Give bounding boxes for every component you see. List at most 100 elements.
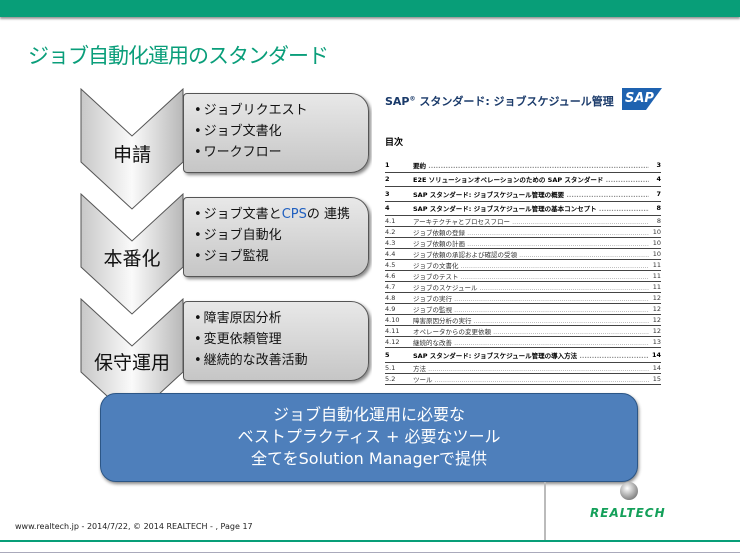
toc-number: 4.12	[385, 338, 400, 346]
toc-text: E2E ソリューションオペレーションのための SAP スタンダード	[413, 174, 649, 184]
summary-line: ジョブ自動化運用に必要な	[272, 405, 465, 424]
toc-number: 4.5	[385, 261, 396, 269]
toc-number: 4.1	[385, 217, 396, 225]
realtech-logo-sphere-icon	[620, 482, 638, 500]
toc-row: 4.2ジョブ依頼の登録10	[385, 227, 661, 238]
list-item: 変更依頼管理	[194, 329, 368, 350]
toc-page: 12	[652, 294, 661, 302]
list-item: ジョブリクエスト	[194, 100, 368, 121]
toc-text: ジョブの文書化	[413, 260, 649, 270]
toc-row: 4.3 ジョブ依頼の計画10	[385, 238, 661, 249]
toc-page: 10	[652, 250, 661, 258]
toc-number: 4.7	[385, 283, 396, 291]
toc-text: 障害原因分析の実行	[413, 315, 649, 325]
toc-text: ジョブのテスト	[413, 271, 649, 281]
bottom-line	[0, 552, 740, 553]
toc-text: SAP スタンダード: ジョブスケジュール管理の導入方法	[413, 350, 649, 360]
stage-detail-production: ジョブ文書とCPSの 連携 ジョブ自動化 ジョブ監視	[183, 197, 369, 277]
toc-row: 4.6 ジョブのテスト11	[385, 271, 661, 282]
toc-row: 4.7 ジョブのスケジュール11	[385, 282, 661, 293]
toc-number: 4.11	[385, 327, 400, 335]
list-item: 障害原因分析	[194, 308, 368, 329]
toc-page: 12	[652, 316, 661, 324]
toc-text: 方法	[413, 363, 649, 373]
toc-number: 3	[385, 189, 390, 198]
toc-page: 15	[652, 374, 661, 383]
toc-page: 10	[652, 228, 661, 236]
toc-row: 1 要約 3	[385, 158, 661, 173]
stage-label-application: 申請	[112, 144, 151, 166]
toc-page: 13	[652, 338, 661, 346]
toc-row: 4.5 ジョブの文書化11	[385, 260, 661, 271]
toc-text: オペレータからの変更依頼	[413, 326, 649, 336]
footer-text: www.realtech.jp - 2014/7/22, © 2014 REAL…	[15, 522, 253, 531]
list-item: ジョブ文書とCPSの 連携	[194, 204, 368, 225]
toc-page: 14	[651, 350, 661, 359]
divider	[544, 482, 546, 540]
toc-number: 1	[385, 160, 390, 169]
toc-text: ツール	[413, 374, 649, 384]
toc-row: 5.1 方法14	[385, 363, 661, 374]
toc-text: ジョブ依頼の計画	[413, 238, 649, 248]
toc-row: 4.4ジョブ依頼の承認および確認の受領10	[385, 249, 661, 260]
toc-heading: 目次	[385, 138, 404, 148]
toc-row: 4.10 障害原因分析の実行12	[385, 315, 661, 326]
toc-number: 4.6	[385, 272, 396, 280]
toc-number: 4.9	[385, 305, 396, 313]
stage-detail-application: ジョブリクエスト ジョブ文書化 ワークフロー	[183, 93, 369, 173]
document-preview: SAP® スタンダード: ジョブスケジュール管理 SAP 目次 1要約32E2E…	[372, 85, 672, 385]
toc-text: ジョブの監視	[413, 304, 649, 314]
toc-number: 4.8	[385, 294, 396, 302]
toc-page: 3	[656, 160, 661, 169]
table-of-contents: 1 要約 3 2 E2E ソリューションオペレーションのための SAP スタンダード 4 3…	[385, 158, 661, 385]
doc-title-rest: スタンダード: ジョブスケジュール管理	[415, 95, 614, 108]
summary-box: ジョブ自動化運用に必要な ベストプラクティス + 必要なツール 全てをSolut…	[100, 393, 638, 482]
slide-title: ジョブ自動化運用のスタンダード	[28, 44, 329, 68]
toc-row: 4.9 ジョブの監視12	[385, 304, 661, 315]
toc-page: 7	[656, 189, 661, 198]
toc-page: 11	[652, 272, 661, 280]
footer-line	[0, 540, 740, 542]
toc-row: 3 SAP スタンダード: ジョブスケジュール管理の概要 7	[385, 187, 661, 202]
toc-number: 2	[385, 175, 390, 184]
toc-page: 12	[652, 327, 661, 335]
list-item: 継続的な改善活動	[194, 350, 368, 371]
toc-page: 14	[652, 363, 661, 372]
list-item: ワークフロー	[194, 142, 368, 163]
toc-number: 4	[385, 204, 390, 213]
toc-text: ジョブのスケジュール	[413, 282, 649, 292]
toc-row: 5.2ツール15	[385, 374, 661, 385]
item-text: の 連携	[306, 207, 350, 222]
toc-row: 4.11 オペレータからの変更依頼12	[385, 326, 661, 337]
realtech-logo: REALTECH	[590, 506, 666, 520]
toc-number: 5.1	[385, 363, 396, 372]
toc-text: SAP スタンダード: ジョブスケジュール管理の概要	[413, 189, 649, 199]
top-bar	[0, 0, 740, 17]
toc-page: 12	[652, 305, 661, 313]
toc-row: 4.8 ジョブの実行12	[385, 293, 661, 304]
toc-text: 要約	[413, 160, 649, 170]
toc-page: 11	[652, 261, 661, 269]
stage-label-production: 本番化	[103, 248, 161, 270]
toc-page: 10	[652, 239, 661, 247]
toc-number: 4.10	[385, 316, 400, 324]
sap-logo: SAP	[622, 88, 662, 110]
toc-number: 4.3	[385, 239, 396, 247]
toc-row: 4.12 継続的な改善13	[385, 337, 661, 348]
list-item: ジョブ監視	[194, 246, 368, 267]
summary-line: ベストプラクティス + 必要なツール	[237, 427, 501, 446]
toc-text: ジョブの実行	[413, 293, 649, 303]
stage-detail-maintenance: 障害原因分析 変更依頼管理 継続的な改善活動	[183, 301, 369, 381]
doc-title-sap: SAP	[385, 95, 410, 108]
toc-number: 4.4	[385, 250, 396, 258]
toc-page: 8	[656, 217, 661, 225]
list-item: ジョブ自動化	[194, 225, 368, 246]
toc-text: 継続的な改善	[413, 337, 649, 347]
toc-text: SAP スタンダード: ジョブスケジュール管理の基本コンセプト	[413, 203, 649, 213]
toc-page: 4	[656, 175, 661, 184]
toc-page: 11	[652, 283, 661, 291]
toc-row: 2 E2E ソリューションオペレーションのための SAP スタンダード 4	[385, 173, 661, 187]
registered-mark: ®	[409, 95, 416, 103]
